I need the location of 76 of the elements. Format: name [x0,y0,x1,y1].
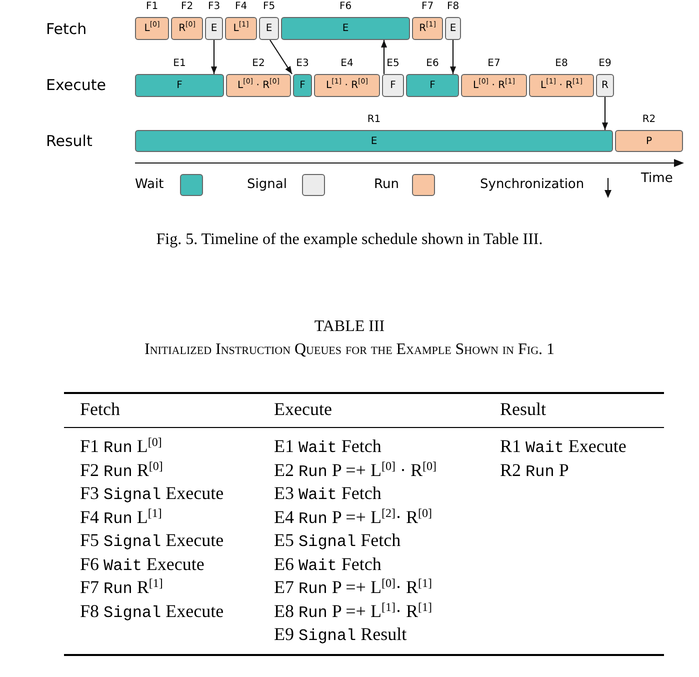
step-label: F8 [446,1,460,12]
table-number: TABLE III [313,318,386,336]
table-cell-text: R1 Wait Execute [500,435,626,459]
table-cell-text: F8 Signal Execute [80,600,224,624]
step-label: E4 [340,58,354,69]
synchronization-arrow [450,40,456,74]
step-label: E8 [554,58,569,69]
column-header: Fetch [80,398,120,421]
signal-block: E [259,17,279,40]
legend-label: Wait [135,177,164,192]
step-label: E6 [425,58,440,69]
step-label: F2 [180,1,194,12]
table-cell-text: E7 Run P =+ L$^{[0]}$· R$^{[1]}$ [274,576,432,600]
table-cell-text: E5 Signal Fetch [274,529,401,553]
table-cell-text: E4 Run P =+ L$^{[2]}$· R$^{[0]}$ [274,506,432,530]
signal-block: F [382,74,404,97]
figure-caption: Fig. 5. Timeline of the example schedule shown in Table III. [155,231,544,249]
step-label: E3 [295,58,310,69]
step-label: F1 [144,1,160,12]
signal-block: E [445,17,461,40]
row-label: Fetch [46,20,87,38]
step-label: F3 [206,1,222,12]
table-cell-text: E6 Wait Fetch [274,552,382,576]
step-label: F5 [262,1,276,12]
table-cell-text: F4 Run L$^{[1]}$ [80,506,162,530]
run-block: R$^{[0]}$ [171,17,203,40]
wait-block: F [293,74,312,97]
run-block: L$^{[1]}$ · R$^{[1]}$ [529,74,594,97]
table-cell-text: F2 Run R$^{[0]}$ [80,458,163,482]
step-label: F6 [338,1,353,12]
row-label: Execute [46,76,106,94]
wait-block: F [406,74,459,97]
step-label: E7 [486,58,502,69]
step-label: E9 [598,58,612,69]
run-block: L$^{[0]}$ · R$^{[0]}$ [226,74,291,97]
step-label: R2 [641,114,657,125]
run-block: L$^{[1]}$ [225,17,257,40]
table-cell-text: R2 Run P [500,458,569,482]
step-label: F7 [420,1,435,12]
table-cell-text: F5 Signal Execute [80,529,224,553]
table-cell-text: E3 Wait Fetch [274,482,382,506]
table-title: Initialized Instruction Queues for the Example Shown in Fig. 1 [143,341,556,359]
table-cell-text: F6 Wait Execute [80,552,204,576]
run-block: L$^{[0]}$ [135,17,169,40]
column-header: Execute [274,398,332,421]
legend-label: Signal [247,177,287,192]
table-cell-text: F7 Run R$^{[1]}$ [80,576,163,600]
table-cell-text: E1 Wait Fetch [274,435,382,459]
synchronization-arrow [602,97,608,130]
axis-label: Time [641,171,673,186]
table-cell-text: F3 Signal Execute [80,482,224,506]
step-label: E2 [251,58,266,69]
wait-block: E [135,130,613,152]
synchronization-arrow [380,40,388,74]
table-cell-text: F1 Run L$^{[0]}$ [80,435,162,459]
synchronization-arrow [210,40,218,74]
step-label: E1 [172,58,187,69]
step-label: F4 [234,1,248,12]
column-header: Result [500,398,546,421]
row-label: Result [46,132,92,150]
run-block: L$^{[0]}$ · R$^{[1]}$ [461,74,527,97]
legend-label: Synchronization [480,177,584,192]
synchronization-arrow [270,40,292,74]
step-label: R1 [366,114,382,125]
table-cell-text: E2 Run P =+ L$^{[0]}$ · R$^{[0]}$ [274,458,436,482]
signal-block: E [205,17,223,40]
wait-block: E [281,17,410,40]
table-cell-text: E9 Signal Result [274,623,407,647]
legend-label: Run [374,177,399,192]
run-block: P [615,130,683,152]
table-cell-text: E8 Run P =+ L$^{[1]}$· R$^{[1]}$ [274,600,432,624]
step-label: E5 [386,58,400,69]
run-block: L$^{[1]}$ · R$^{[0]}$ [314,74,380,97]
run-block: R$^{[1]}$ [412,17,443,40]
wait-block: F [135,74,224,97]
signal-block: R [596,74,614,97]
